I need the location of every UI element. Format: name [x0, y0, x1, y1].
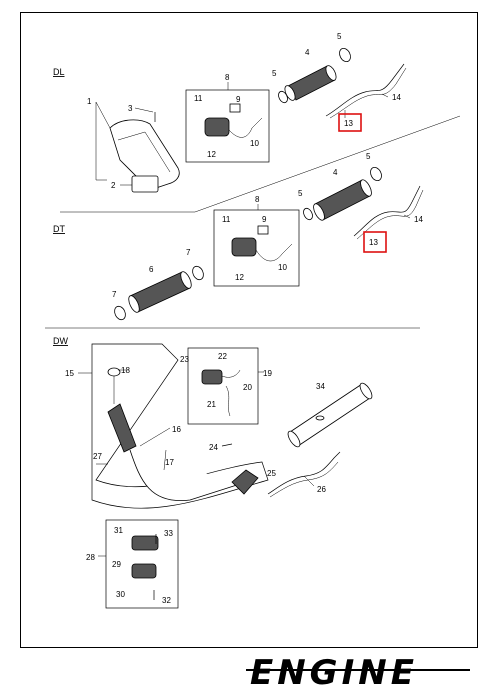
callout-dt-6: 6 — [149, 265, 154, 274]
callout-dl-5a: 5 — [337, 32, 342, 41]
callout-dl-13: 13 — [344, 119, 353, 128]
callout-dw-19: 19 — [263, 369, 272, 378]
part-grip-dl — [278, 47, 351, 104]
leader-3 — [134, 107, 154, 113]
leader-14-dl — [381, 93, 389, 98]
callout-dw-16: 16 — [172, 425, 181, 434]
part-cable-dl — [325, 63, 405, 117]
switch-box-dl — [185, 89, 270, 163]
callout-dt-5b: 5 — [298, 189, 303, 198]
callout-dw-24: 24 — [209, 443, 218, 452]
callout-dt-9: 9 — [262, 215, 267, 224]
part-bolt-24 — [221, 443, 233, 447]
callout-dw-25: 25 — [267, 469, 276, 478]
part-switch-dw — [201, 369, 241, 417]
leader-14-dt — [403, 214, 411, 219]
callout-dw-28: 28 — [86, 553, 95, 562]
part-clamp-dw — [131, 534, 159, 600]
part-switch-dt — [231, 225, 293, 262]
callout-dt-14: 14 — [414, 215, 423, 224]
callout-dl-1: 1 — [87, 97, 92, 106]
callout-dw-18: 18 — [121, 366, 130, 375]
callout-dl-8: 8 — [225, 73, 230, 82]
part-handle-bar-outline — [91, 343, 269, 509]
callout-dw-32: 32 — [162, 596, 171, 605]
section-label-dt: DT — [53, 224, 65, 234]
switch-box-dt — [213, 209, 300, 287]
highlight-box-13-dt — [363, 231, 387, 253]
callout-dl-12: 12 — [207, 150, 216, 159]
callout-dw-26: 26 — [317, 485, 326, 494]
callout-dt-13: 13 — [369, 238, 378, 247]
part-grip-tube-34 — [287, 382, 373, 448]
callout-dl-5b: 5 — [272, 69, 277, 78]
part-grip-dt-right — [303, 166, 382, 221]
callout-dt-8: 8 — [255, 195, 260, 204]
callout-dw-22: 22 — [218, 352, 227, 361]
part-grip-dt-left — [114, 265, 204, 321]
callout-dt-10: 10 — [278, 263, 287, 272]
callout-dw-31: 31 — [114, 526, 123, 535]
callout-dw-17: 17 — [165, 458, 174, 467]
callout-dt-12: 12 — [235, 273, 244, 282]
callout-dt-7b: 7 — [186, 248, 191, 257]
part-cable-dt — [353, 185, 421, 237]
diagram-frame — [20, 12, 478, 648]
callout-dw-21: 21 — [207, 400, 216, 409]
callout-dl-3: 3 — [128, 104, 133, 113]
leader-16 — [139, 427, 171, 447]
part-switch-dl — [204, 103, 263, 138]
callout-dt-11: 11 — [222, 215, 231, 224]
section-label-dl: DL — [53, 67, 65, 77]
leader-26 — [303, 475, 315, 487]
callout-dl-9: 9 — [236, 95, 241, 104]
callout-dw-30: 30 — [116, 590, 125, 599]
callout-dl-2: 2 — [111, 181, 116, 190]
callout-dw-33: 33 — [164, 529, 173, 538]
brand-logo: ENGINE — [250, 653, 418, 693]
callout-dw-29: 29 — [112, 560, 121, 569]
callout-dw-27: 27 — [93, 452, 102, 461]
callout-dw-20: 20 — [243, 383, 252, 392]
callout-dw-23: 23 — [180, 355, 189, 364]
callout-dw-34: 34 — [316, 382, 325, 391]
switch-box-dw — [187, 347, 259, 425]
part-cable-dw — [267, 451, 341, 495]
callout-dl-4: 4 — [305, 48, 310, 57]
part-handle-bracket — [109, 119, 180, 193]
callout-dl-14: 14 — [392, 93, 401, 102]
callout-dt-5a: 5 — [366, 152, 371, 161]
section-label-dw: DW — [53, 336, 68, 346]
divider-dl-dt-diag — [194, 115, 461, 213]
clamp-box-dw — [105, 519, 179, 609]
callout-dt-4: 4 — [333, 168, 338, 177]
leader-17 — [163, 449, 167, 471]
highlight-box-13-dl — [338, 113, 362, 132]
callout-dw-15: 15 — [65, 369, 74, 378]
part-handle-bar-dw — [107, 367, 259, 502]
callout-dl-10: 10 — [250, 139, 259, 148]
callout-dl-11: 11 — [194, 94, 203, 103]
callout-dt-7a: 7 — [112, 290, 117, 299]
